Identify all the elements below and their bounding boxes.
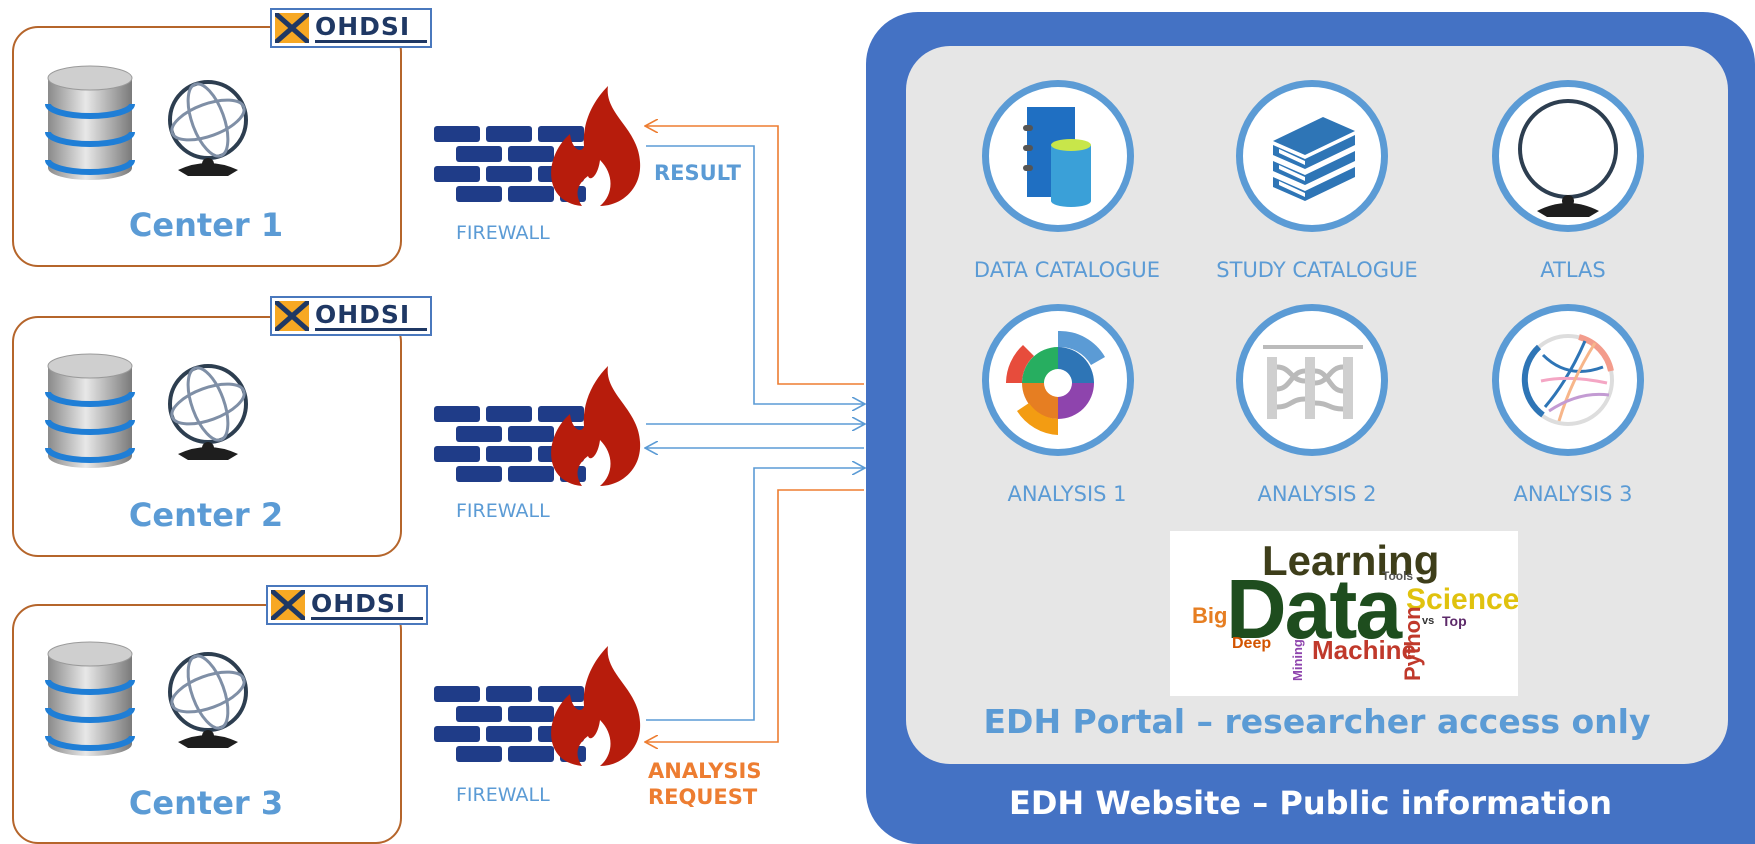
firewall-icon xyxy=(432,364,647,494)
ohdsi-logo: OHDSI xyxy=(266,585,428,625)
ohdsi-logo-text: OHDSI xyxy=(315,12,411,41)
atlas-tile[interactable] xyxy=(1492,80,1644,232)
firewall-label: FIREWALL xyxy=(456,784,550,806)
database-icon xyxy=(44,352,136,474)
ohdsi-logo-text: OHDSI xyxy=(315,300,411,329)
firewall-label: FIREWALL xyxy=(456,222,550,244)
wordcloud-word: vs xyxy=(1422,615,1435,627)
request-arrow-center-3 xyxy=(646,489,864,742)
study-catalogue-label: STUDY CATALOGUE xyxy=(1216,258,1418,282)
wordcloud-word: Big xyxy=(1192,603,1228,628)
center-3-label: Center 3 xyxy=(128,784,284,822)
wordcloud-word: Science xyxy=(1406,583,1518,616)
data-catalogue-icon xyxy=(1023,107,1091,207)
firewall-icon xyxy=(432,84,647,214)
atlas-logo-icon xyxy=(160,650,256,758)
firewall-label: FIREWALL xyxy=(456,500,550,522)
ohdsi-logo: OHDSI xyxy=(270,8,432,48)
atlas-icon xyxy=(1518,99,1618,217)
result-arrow-center-3 xyxy=(646,468,864,721)
ohdsi-mark-icon xyxy=(275,13,309,43)
analysis-request-label: ANALYSIS REQUEST xyxy=(648,759,762,809)
result-arrow-center-1 xyxy=(646,126,864,385)
atlas-logo-icon xyxy=(160,362,256,470)
atlas-logo-icon xyxy=(160,78,256,186)
portal-title: EDH Portal – researcher access only xyxy=(983,702,1651,741)
wordcloud-word: Data xyxy=(1226,562,1402,656)
sunburst-chart-icon xyxy=(1006,330,1105,435)
request-arrow-center-1 xyxy=(646,145,864,404)
data-catalogue-label: DATA CATALOGUE xyxy=(973,258,1161,282)
database-icon xyxy=(44,64,136,186)
books-icon xyxy=(1273,117,1355,201)
wordcloud-word: Machine xyxy=(1312,635,1417,665)
wordcloud-word: Learning xyxy=(1262,537,1440,584)
pathway-chart-icon xyxy=(1263,345,1363,419)
website-title: EDH Website – Public information xyxy=(1009,784,1612,822)
center-2-label: Center 2 xyxy=(128,496,284,534)
analysis-1-tile[interactable] xyxy=(982,304,1134,456)
wordcloud-word: Top xyxy=(1442,613,1467,629)
wordcloud-word: Deep xyxy=(1232,635,1272,652)
analysis-1-label: ANALYSIS 1 xyxy=(1007,482,1127,506)
ohdsi-logo: OHDSI xyxy=(270,296,432,336)
analysis-2-tile[interactable] xyxy=(1236,304,1388,456)
database-icon xyxy=(44,640,136,762)
result-label: RESULT xyxy=(654,161,741,185)
analysis-2-label: ANALYSIS 2 xyxy=(1257,482,1377,506)
atlas-label: ATLAS xyxy=(1540,258,1606,282)
data-science-word-cloud: Learning Data Science Machine Big Deep P… xyxy=(1170,531,1518,696)
study-catalogue-tile[interactable] xyxy=(1236,80,1388,232)
ohdsi-mark-icon xyxy=(271,590,305,620)
chord-diagram-icon xyxy=(1521,334,1614,426)
ohdsi-logo-text: OHDSI xyxy=(311,589,407,618)
ohdsi-mark-icon xyxy=(275,301,309,331)
analysis-3-label: ANALYSIS 3 xyxy=(1513,482,1633,506)
wordcloud-word: Tools xyxy=(1382,569,1414,583)
firewall-icon xyxy=(432,644,647,774)
center-1-label: Center 1 xyxy=(128,206,284,244)
wordcloud-word: Mining xyxy=(1290,639,1305,681)
data-catalogue-tile[interactable] xyxy=(982,80,1134,232)
analysis-3-tile[interactable] xyxy=(1492,304,1644,456)
